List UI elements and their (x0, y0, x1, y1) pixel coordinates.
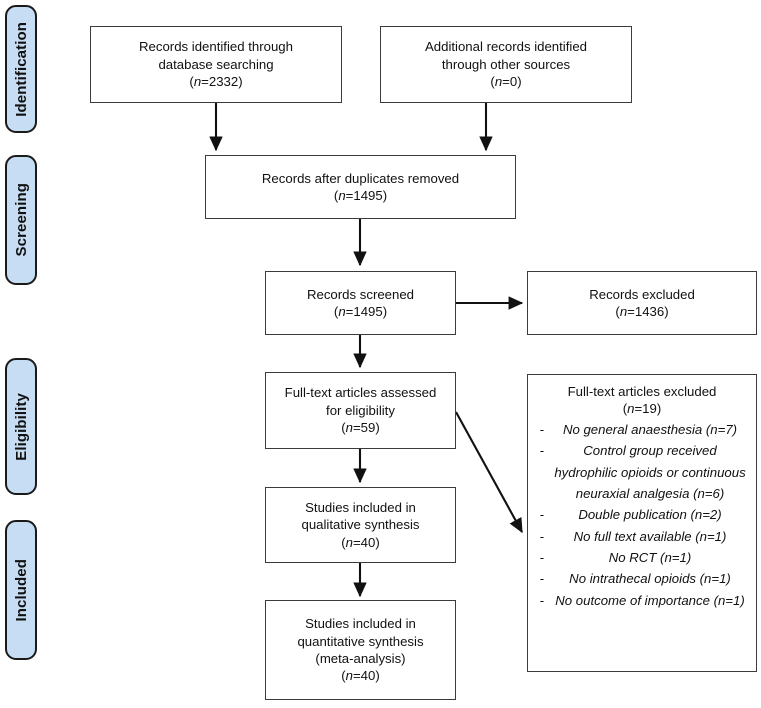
box-line-1: Studies included in (305, 616, 416, 632)
box-count: (n=0) (490, 74, 522, 90)
reason-text: No general anaesthesia (n=7) (562, 421, 738, 437)
stage-eligibility-label: Eligibility (12, 392, 30, 461)
stage-eligibility: Eligibility (5, 358, 37, 495)
reason-text: Double publication (n=2) (578, 507, 722, 523)
box-count: (n=1495) (333, 304, 388, 319)
box-line-1: Additional records identified (424, 39, 587, 55)
list-item: - Double publication (n=2) (534, 504, 750, 525)
heading-count: (n=19) (622, 401, 662, 417)
reason-text: No full text available (n=1) (573, 528, 727, 544)
bullet-dash: - (539, 443, 545, 459)
box-records-after-duplicates-removed: Records after duplicates removed (n=1495… (205, 155, 516, 219)
stage-included: Included (5, 520, 37, 660)
box-additional-records-other-sources: Additional records identified through ot… (380, 26, 632, 103)
box-line-1: Records screened (306, 286, 415, 302)
box-line-2: database searching (158, 56, 274, 72)
box-count: (n=2332) (189, 74, 243, 90)
stage-identification: Identification (5, 5, 37, 133)
stage-screening: Screening (5, 155, 37, 285)
box-count: (n=40) (341, 534, 380, 550)
box-count: (n=40) (341, 668, 380, 684)
box-count: (n=59) (341, 420, 380, 436)
box-line-2: quantitative synthesis (297, 633, 424, 649)
box-line-1: Records identified through (139, 39, 293, 55)
list-item: - No full text available (n=1) (534, 526, 750, 547)
box-records-identified-database: Records identified through database sear… (90, 26, 342, 103)
box-line-2: through other sources (441, 56, 571, 72)
box-studies-qualitative-synthesis: Studies included in qualitative synthesi… (265, 487, 456, 563)
bullet-dash: - (539, 507, 545, 523)
box-line-1: Records excluded (589, 286, 695, 302)
stage-included-label: Included (12, 558, 30, 622)
box-records-screened: Records screened (n=1495) (265, 271, 456, 335)
fulltext-excluded-reason-list: - No general anaesthesia (n=7) - Control… (534, 419, 750, 611)
list-item: - No RCT (n=1) (534, 547, 750, 568)
list-item: - No outcome of importance (n=1) (534, 590, 750, 611)
reason-text: No outcome of importance (n=1) (555, 592, 745, 608)
box-count: (n=1495) (333, 188, 388, 203)
stage-identification-label: Identification (12, 21, 30, 117)
bullet-dash: - (539, 550, 545, 566)
box-line-1: Studies included in (305, 499, 416, 515)
reason-text: Control group received hydrophilic opioi… (554, 443, 746, 501)
bullet-dash: - (539, 571, 545, 587)
box-line-1: Full-text articles assessed (284, 385, 437, 401)
fulltext-excluded-heading: Full-text articles excluded (n=19) (534, 383, 750, 418)
bullet-dash: - (539, 592, 545, 608)
stage-screening-label: Screening (12, 183, 30, 257)
box-records-excluded: Records excluded (n=1436) (527, 271, 757, 335)
list-item: - No intrathecal opioids (n=1) (534, 568, 750, 589)
reason-text: No RCT (n=1) (608, 550, 692, 566)
bullet-dash: - (539, 421, 545, 437)
box-line-3: (meta-analysis) (315, 651, 406, 666)
box-count: (n=1436) (615, 304, 669, 319)
box-fulltext-articles-excluded: Full-text articles excluded (n=19) - No … (527, 374, 757, 672)
box-line-1: Records after duplicates removed (261, 170, 460, 186)
list-item: - No general anaesthesia (n=7) (534, 419, 750, 440)
box-studies-quantitative-synthesis: Studies included in quantitative synthes… (265, 600, 456, 700)
bullet-dash: - (539, 528, 545, 544)
list-item: - Control group received hydrophilic opi… (534, 440, 750, 504)
heading-line: Full-text articles excluded (567, 384, 717, 399)
box-fulltext-assessed-eligibility: Full-text articles assessed for eligibil… (265, 372, 456, 449)
reason-text: No intrathecal opioids (n=1) (569, 571, 731, 587)
box-line-2: qualitative synthesis (301, 517, 420, 533)
box-line-2: for eligibility (326, 402, 395, 418)
